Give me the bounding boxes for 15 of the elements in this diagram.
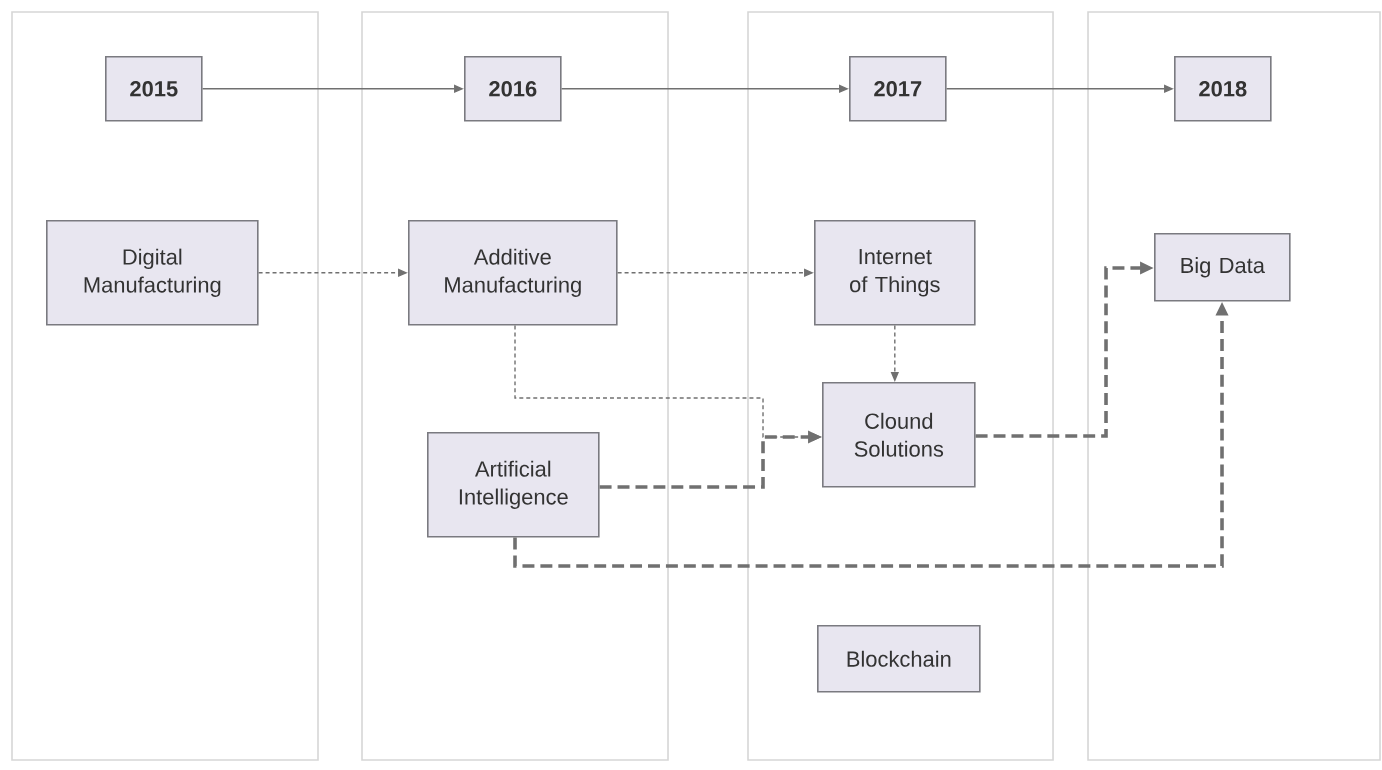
topic-box: Big Data [1154, 233, 1291, 302]
topic-box: Clound Solutions [822, 382, 976, 488]
lane-band [361, 11, 669, 761]
topic-box: Digital Manufacturing [46, 220, 259, 326]
lane-band [11, 11, 319, 761]
topic-box: Internet of Things [814, 220, 976, 326]
lane-band [1087, 11, 1381, 761]
year-box: 2016 [464, 56, 562, 122]
lane-band [747, 11, 1054, 761]
year-box: 2015 [105, 56, 203, 122]
year-box: 2017 [849, 56, 947, 122]
topic-box: Artificial Intelligence [427, 432, 600, 538]
topic-box: Blockchain [817, 625, 981, 693]
topic-box: Additive Manufacturing [408, 220, 618, 326]
year-box: 2018 [1174, 56, 1272, 122]
